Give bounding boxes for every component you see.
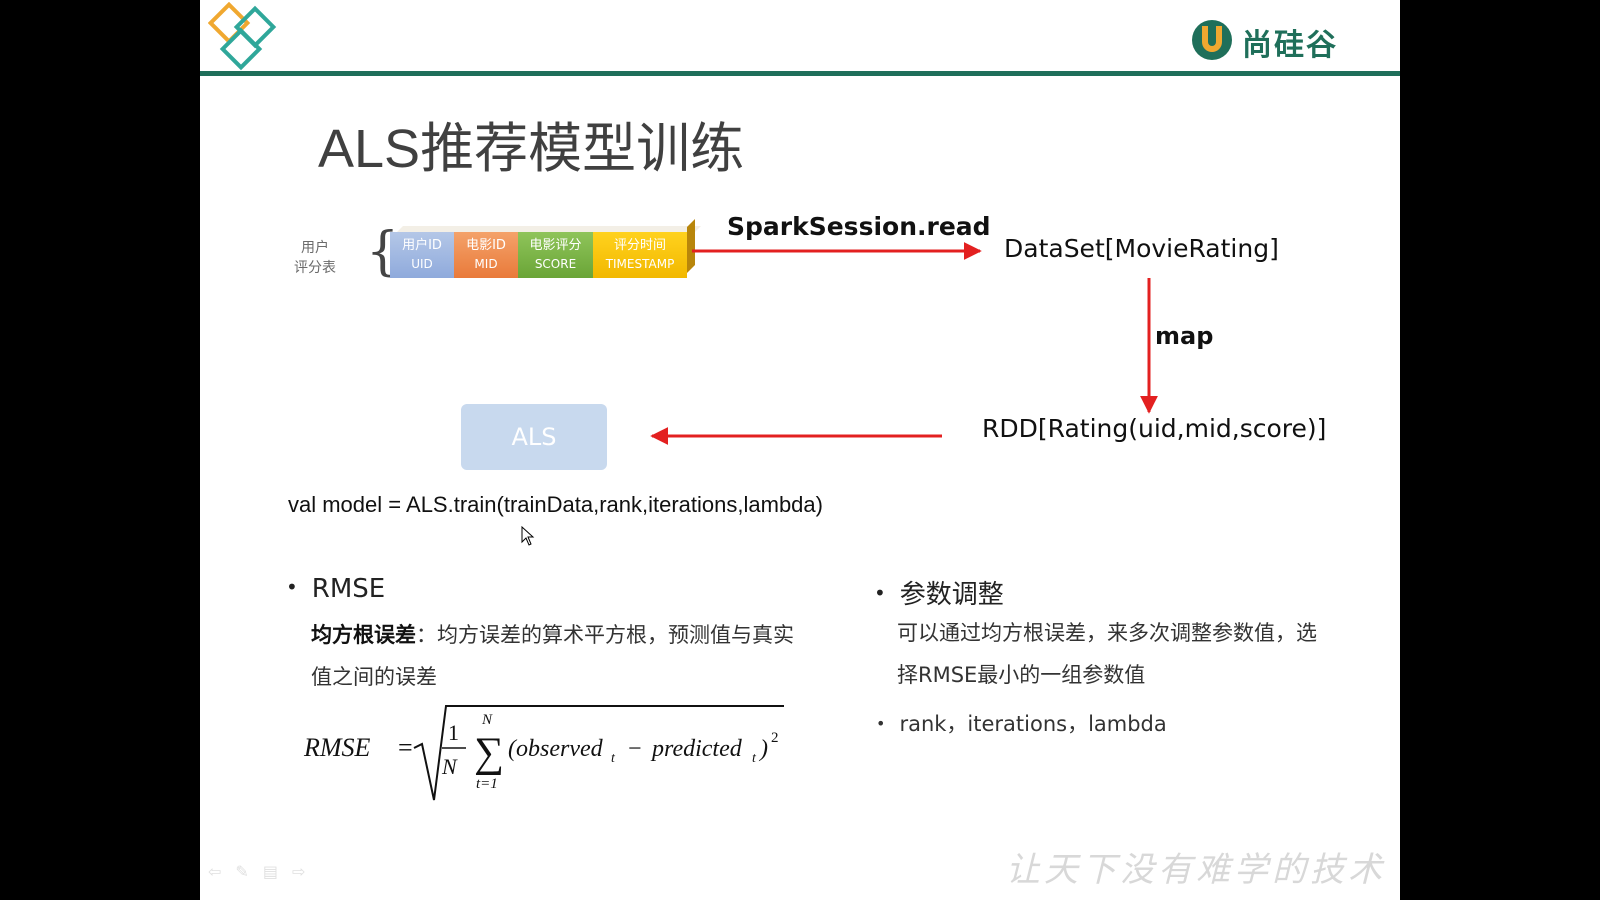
- dataset-label: DataSet[MovieRating]: [1004, 234, 1279, 263]
- formula-minus: −: [628, 736, 642, 762]
- menu-icon[interactable]: ▤: [262, 862, 292, 881]
- table-label-line2: 评分表: [294, 260, 336, 276]
- column-uid-top: 用户ID: [402, 238, 442, 253]
- sqrt-icon: [413, 705, 784, 801]
- rmse-term: 均方根误差: [311, 623, 416, 647]
- column-mid-bottom: MID: [474, 257, 498, 271]
- column-timestamp-bottom: TIMESTAMP: [605, 257, 675, 271]
- column-uid-bottom: UID: [411, 257, 433, 271]
- mouse-cursor-icon: [521, 526, 535, 546]
- formula-sub2: t: [752, 751, 757, 766]
- page-title: ALS推荐模型训练: [318, 119, 745, 179]
- bullet-dot-icon: •: [286, 575, 298, 599]
- logo-diamonds-icon: [208, 2, 277, 71]
- column-uid: 用户ID UID: [390, 232, 454, 278]
- formula-sum-lower: t=1: [476, 776, 498, 792]
- pen-icon[interactable]: ✎: [235, 862, 263, 881]
- rmse-desc-rest: ：均方误差的算术平方根，预测值与真实值之间的误差: [311, 623, 794, 689]
- rdd-label: RDD[Rating(uid,mid,score)]: [982, 414, 1327, 443]
- column-mid-top: 电影ID: [466, 238, 506, 253]
- bullet-rmse: • RMSE: [286, 574, 385, 604]
- back-icon[interactable]: ⇦: [208, 862, 236, 881]
- brand-logo: 尚硅谷: [1190, 16, 1380, 63]
- slideshow-nav[interactable]: ⇦✎▤⇨: [208, 862, 319, 881]
- table-label-line1: 用户: [301, 240, 329, 256]
- formula-frac-den: N: [441, 754, 458, 779]
- table-side-face: [687, 219, 695, 273]
- forward-icon[interactable]: ⇨: [291, 862, 320, 881]
- rmse-description: 均方根误差：均方误差的算术平方根，预测值与真实值之间的误差: [311, 614, 811, 698]
- params-heading: 参数调整: [899, 580, 1004, 610]
- formula-power: 2: [771, 730, 779, 746]
- formula-body2: predicted: [650, 736, 743, 762]
- formula-lhs: RMSE: [303, 733, 371, 762]
- bullet-dot-icon: •: [874, 581, 886, 605]
- brand-u-icon: [1192, 20, 1232, 60]
- rmse-formula: RMSE = 1 N N ∑ t=1 (observed t − predict…: [303, 705, 784, 801]
- brand-name: 尚硅谷: [1242, 28, 1338, 63]
- column-score-bottom: SCORE: [534, 257, 577, 271]
- als-box: ALS: [461, 404, 607, 470]
- params-description: 可以通过均方根误差，来多次调整参数值，选择RMSE最小的一组参数值: [897, 621, 1317, 687]
- table-label: 用户 评分表: [294, 238, 336, 278]
- bullet-dot-icon: •: [876, 714, 886, 733]
- slide: 尚硅谷 ALS推荐模型训练 用户 评分表 { 用户ID UID 电影ID MID…: [200, 0, 1400, 900]
- header-divider: [200, 71, 1400, 76]
- params-list-item: • rank，iterations，lambda: [876, 708, 1167, 738]
- watermark: 让天下没有难学的技术: [1006, 850, 1386, 890]
- sum-icon: ∑: [474, 730, 504, 776]
- code-line: val model = ALS.train(trainData,rank,ite…: [288, 492, 823, 517]
- formula-frac-num: 1: [448, 720, 459, 745]
- formula-body: (observed: [508, 736, 604, 762]
- column-score: 电影评分 SCORE: [518, 232, 593, 278]
- bullet-params: • 参数调整: [874, 574, 1004, 611]
- formula-close: ): [758, 736, 768, 762]
- map-label: map: [1155, 322, 1214, 350]
- column-mid: 电影ID MID: [454, 232, 518, 278]
- formula-sum-upper: N: [481, 712, 493, 728]
- spark-read-label: SparkSession.read: [727, 212, 991, 241]
- rmse-heading: RMSE: [311, 574, 386, 604]
- formula-sub1: t: [611, 751, 616, 766]
- formula-equals: =: [398, 733, 413, 762]
- column-timestamp-top: 评分时间: [613, 238, 666, 253]
- column-timestamp: 评分时间 TIMESTAMP: [593, 232, 687, 278]
- column-score-top: 电影评分: [529, 238, 582, 253]
- params-list-text: rank，iterations，lambda: [899, 712, 1167, 736]
